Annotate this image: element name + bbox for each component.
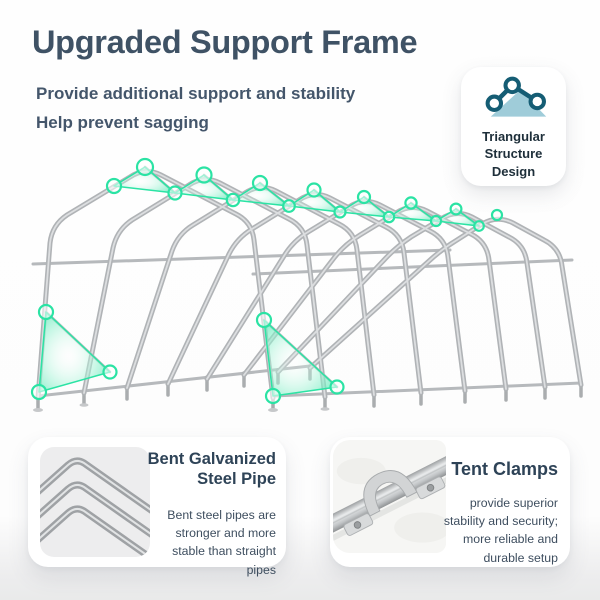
connection-node-rings xyxy=(30,157,504,405)
badge-label: Triangular Structure Design xyxy=(482,129,545,179)
tent-clamps-card-text: Tent Clamps provide superior stability a… xyxy=(440,459,558,567)
card-description: Bent steel pipes are stronger and more s… xyxy=(167,507,276,577)
bent-pipes-illustration xyxy=(40,447,150,557)
feature-badge-card: Triangular Structure Design xyxy=(461,67,566,186)
feature-card-tent-clamps: Tent Clamps provide superior stability a… xyxy=(330,437,570,567)
card-description: provide superior stability and security;… xyxy=(443,495,558,565)
triangular-structure-icon xyxy=(485,76,546,117)
card-title: Tent Clamps xyxy=(451,459,558,479)
frame-foot-plates xyxy=(33,403,330,412)
page-title: Upgraded Support Frame xyxy=(32,24,418,60)
subtitle-line-1: Provide additional support and stability xyxy=(36,84,356,103)
triangular-brace-highlights xyxy=(38,166,480,397)
tent-clamp-photo xyxy=(333,440,446,553)
card-title: Bent Galvanized Steel Pipe xyxy=(147,450,276,488)
page-subtitle: Provide additional support and stability… xyxy=(36,79,355,137)
bent-pipe-card-text: Bent Galvanized Steel Pipe Bent steel pi… xyxy=(144,450,276,579)
subtitle-line-2: Help prevent sagging xyxy=(36,113,209,132)
feature-card-bent-pipe: Bent Galvanized Steel Pipe Bent steel pi… xyxy=(28,437,286,577)
